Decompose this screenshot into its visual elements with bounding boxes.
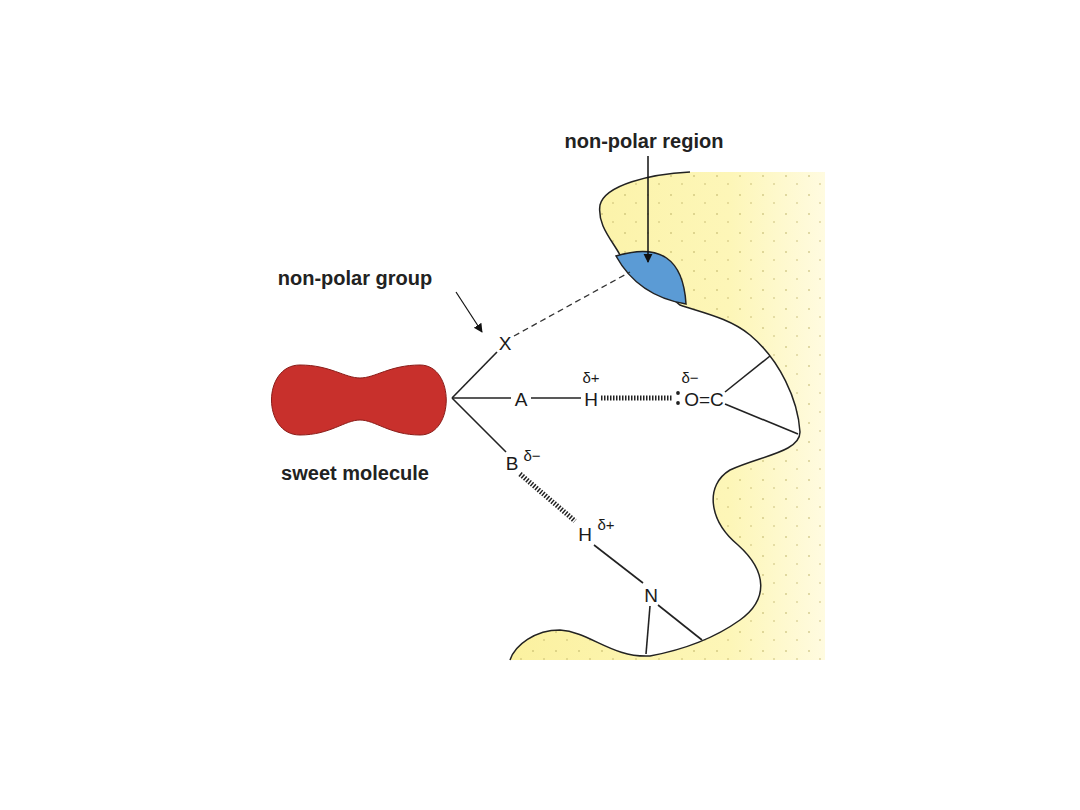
region-arrow xyxy=(647,156,649,262)
molecule-blob xyxy=(272,365,447,435)
non-polar-region-shape xyxy=(616,251,686,304)
bonds xyxy=(452,352,798,654)
molecule-node: sweet molecule xyxy=(262,362,454,491)
hydrophobic-interaction xyxy=(514,272,630,336)
molecule-label: sweet molecule xyxy=(281,462,429,485)
region-label: non-polar region xyxy=(565,131,724,151)
atom-label: A xyxy=(515,390,528,409)
group-arrow xyxy=(456,292,482,332)
receptor-site xyxy=(510,172,825,660)
atom-label: N xyxy=(644,586,658,605)
molecule-shape xyxy=(262,362,454,438)
hydrogen-bonds xyxy=(520,398,672,521)
group-label: non-polar group xyxy=(278,268,432,288)
charge-label: δ+ xyxy=(597,517,614,532)
lone-pair xyxy=(676,391,680,405)
atom-label: X xyxy=(499,334,512,353)
atom-label: O=C xyxy=(684,390,724,409)
charge-label: δ− xyxy=(681,370,698,385)
charge-label: δ− xyxy=(523,448,540,463)
charge-label: δ+ xyxy=(582,370,599,385)
atom-label: H xyxy=(578,525,592,544)
atom-label: H xyxy=(584,390,598,409)
atom-label: B xyxy=(506,454,519,473)
